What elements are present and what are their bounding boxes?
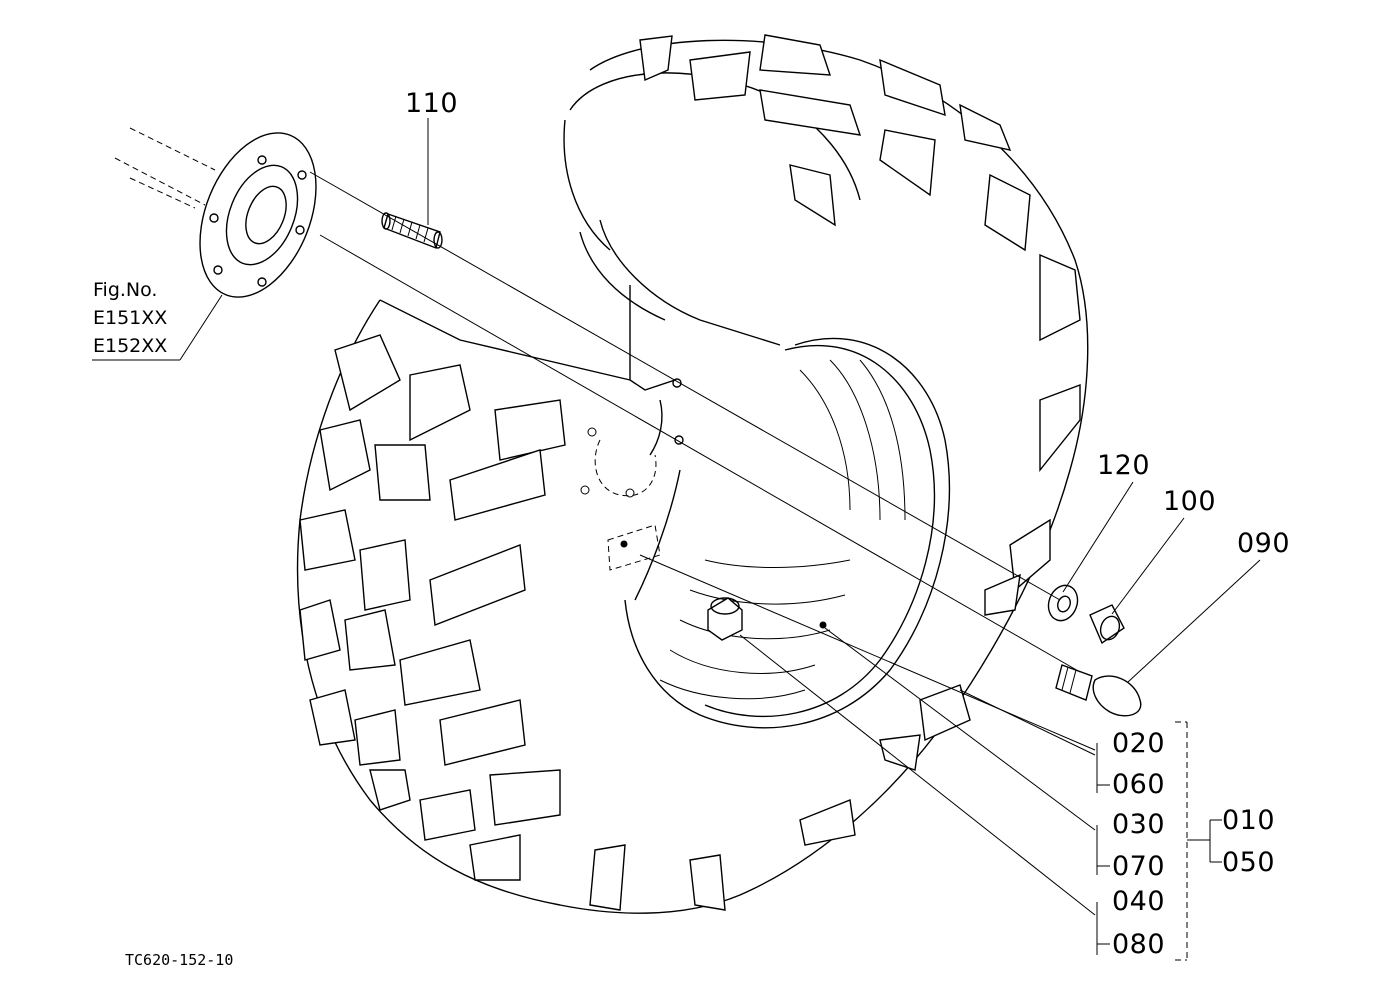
rim (579, 219, 951, 729)
axle-centerlines (114, 127, 216, 209)
callout-010: 010 (1222, 805, 1276, 836)
fig-ref-line2: E151XX (93, 307, 168, 329)
tire (296, 34, 1089, 914)
callout-060: 060 (1112, 769, 1166, 800)
callout-120: 120 (1097, 450, 1151, 481)
fig-ref-line1: Fig.No. (93, 279, 158, 301)
fasteners (1047, 584, 1142, 717)
callout-030: 030 (1112, 809, 1166, 840)
callout-100: 100 (1163, 486, 1217, 517)
drawing-code: TC620-152-10 (125, 951, 234, 969)
callout-080: 080 (1112, 929, 1166, 960)
callout-110: 110 (405, 88, 459, 119)
callout-020: 020 (1112, 728, 1166, 759)
callout-070: 070 (1112, 851, 1166, 882)
callout-040: 040 (1112, 886, 1166, 917)
callout-090: 090 (1237, 528, 1291, 559)
leader-lines (92, 118, 1261, 961)
fig-ref-line3: E152XX (93, 335, 168, 357)
hub-flange (199, 132, 317, 298)
callout-050: 050 (1222, 847, 1276, 878)
